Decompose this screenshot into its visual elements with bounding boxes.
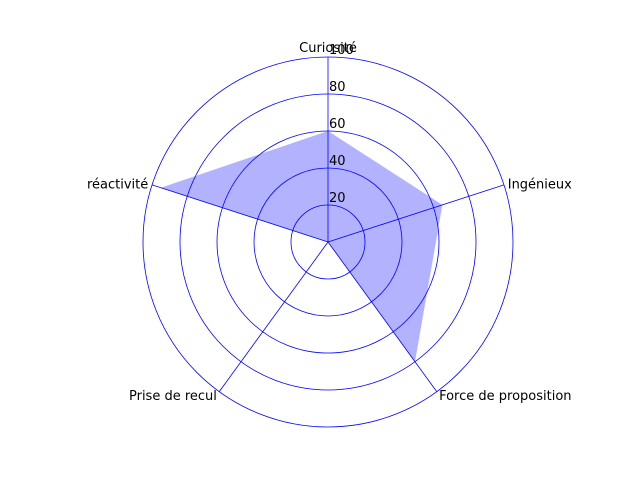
axis-label-3: Prise de recul [129,389,217,404]
spoke-4 [151,184,329,243]
radial-tick-labels: 20 40 60 80 100 [329,43,354,206]
axis-label-0: Curiosité [299,41,357,56]
radar-spokes [151,57,505,392]
radial-tick-label: 80 [329,80,346,95]
radar-data-layer [160,131,443,362]
axis-label-1: Ingénieux [508,178,572,193]
axis-label-2: Force de proposition [439,389,571,404]
radial-tick-label: 40 [329,154,346,169]
axis-label-4: réactivité [87,178,148,193]
radial-tick-label: 60 [329,117,346,132]
radial-tick-label: 100 [329,43,354,58]
spoke-3 [218,241,329,392]
series-area-0 [160,131,443,362]
spoke-2 [327,241,438,392]
radial-tick-label: 20 [329,191,346,206]
spoke-1 [327,184,505,243]
